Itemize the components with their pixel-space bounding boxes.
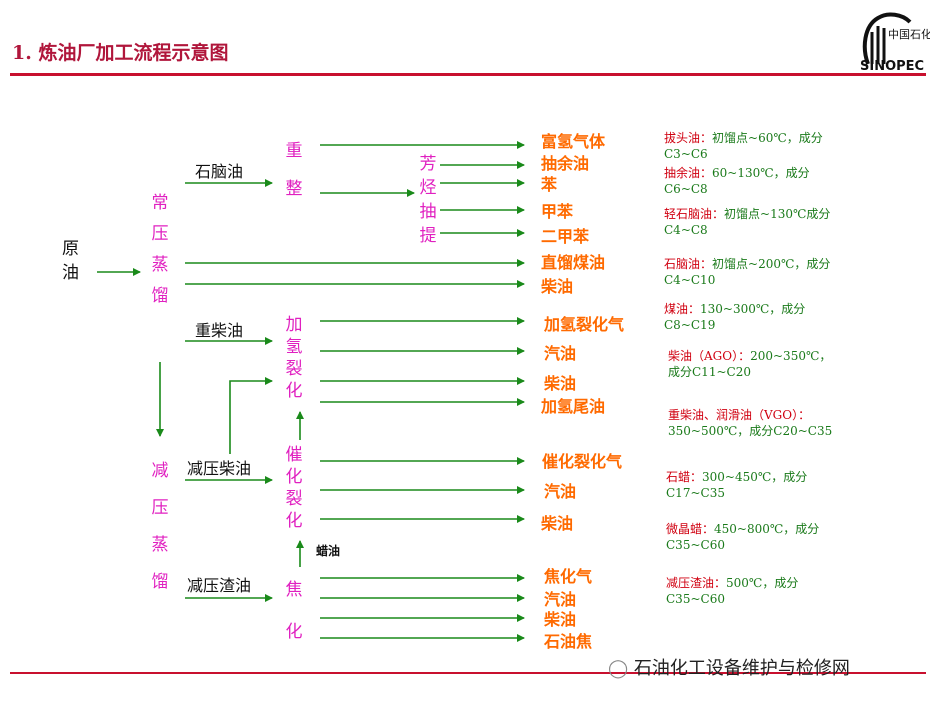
footer-rule <box>10 672 926 674</box>
product-label: 柴油 <box>544 610 577 629</box>
atm-distillation-unit: 常压蒸馏 <box>151 193 169 306</box>
hydrocracking-unit: 加氢裂化 <box>285 315 303 401</box>
svg-text:SINOPEC: SINOPEC <box>860 59 924 72</box>
reforming-unit: 重整 <box>285 141 303 199</box>
product-label: 富氢气体 <box>541 132 606 151</box>
fcc-unit: 催化裂化 <box>285 445 303 531</box>
product-label: 柴油 <box>544 374 577 393</box>
aromatic-extraction-unit: 芳烃抽提 <box>419 154 437 246</box>
header-rule <box>10 73 926 76</box>
naphtha-stream-label: 石脑油 <box>195 162 244 181</box>
product-label: 催化裂化气 <box>542 452 623 471</box>
page-title: 1. 炼油厂加工流程示意图 <box>12 42 229 64</box>
product-label: 汽油 <box>544 482 577 501</box>
vac-diesel-stream-label: 减压柴油 <box>187 459 252 478</box>
footer-text: 石油化工设备维护与检修网 <box>633 658 850 679</box>
heavy-diesel-stream-label: 重柴油 <box>195 321 244 340</box>
product-label: 直馏煤油 <box>541 253 606 272</box>
product-label: 抽余油 <box>541 154 590 173</box>
product-label: 加氢裂化气 <box>544 315 625 334</box>
product-label: 柴油 <box>541 277 574 296</box>
product-label: 甲苯 <box>541 202 574 221</box>
footer-watermark: ◯ 石油化工设备维护与检修网 <box>608 654 850 680</box>
product-label: 柴油 <box>541 514 574 533</box>
product-label: 汽油 <box>544 590 577 609</box>
product-label: 焦化气 <box>544 567 593 586</box>
product-label: 二甲苯 <box>541 227 590 246</box>
fraction-note: 重柴油、润滑油（VGO）：350~500℃，成分C20~C35 <box>668 408 833 438</box>
product-label: 石油焦 <box>544 632 593 651</box>
svg-text:中国石化: 中国石化 <box>888 27 930 41</box>
fraction-note: 柴油（AGO）：200~350℃，成分C11~C20 <box>668 349 832 379</box>
product-label: 汽油 <box>544 344 577 363</box>
product-label: 加氢尾油 <box>541 397 606 416</box>
product-label: 苯 <box>541 175 558 194</box>
wax-oil-stream-label: 蜡油 <box>316 544 341 558</box>
crude-oil-label: 原油 <box>62 239 79 283</box>
coking-unit: 焦化 <box>285 580 303 642</box>
sinopec-logo: 中国石化 SINOPEC <box>858 8 932 74</box>
vac-residue-stream-label: 减压渣油 <box>187 576 252 595</box>
vac-distillation-unit: 减压蒸馏 <box>151 461 169 592</box>
wechat-icon: ◯ <box>608 658 629 679</box>
